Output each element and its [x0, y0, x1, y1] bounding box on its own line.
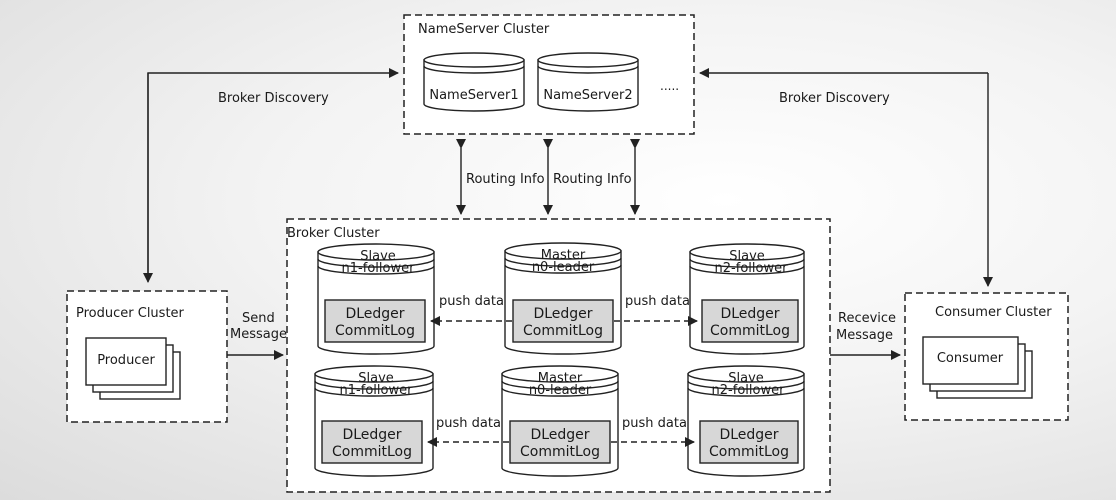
- receive-message-edge: Recevice Message: [830, 311, 901, 360]
- store-line-2: CommitLog: [335, 323, 415, 339]
- producer-cluster: Producer Cluster Producer: [66, 290, 228, 423]
- more-servers-ellipsis: .....: [660, 79, 679, 93]
- broker-node-slave-n2-row1: Slave n2-follower DLedger CommitLog: [689, 243, 805, 355]
- routing-info-label-2: Routing Info: [553, 172, 632, 187]
- node-id: n2-follower: [712, 383, 786, 398]
- producer-card-label: Producer: [97, 353, 155, 368]
- broker-node-slave-n2-row2: Slave n2-follower DLedger CommitLog: [687, 365, 805, 477]
- broker-node-slave-n1-row2: Slave n1-follower DLedger CommitLog: [314, 365, 434, 477]
- dledger-commitlog-box: [701, 299, 799, 343]
- nameserver-cluster-title: NameServer Cluster: [418, 22, 550, 37]
- broker-discovery-right-label: Broker Discovery: [779, 91, 890, 106]
- store-line-1: DLedger: [719, 427, 778, 443]
- broker-discovery-left-edge: Broker Discovery: [143, 68, 399, 283]
- send-message-label-1: Send: [242, 311, 275, 326]
- store-line-2: CommitLog: [710, 323, 790, 339]
- broker-discovery-right-edge: Broker Discovery: [699, 68, 993, 287]
- node-role: Slave: [729, 249, 765, 264]
- node-role: Slave: [358, 371, 394, 386]
- push-data-left-label: push data: [436, 416, 501, 431]
- send-message-label-2: Message: [230, 327, 287, 342]
- store-line-2: CommitLog: [709, 444, 789, 460]
- node-id: n0-leader: [532, 260, 595, 275]
- store-line-2: CommitLog: [520, 444, 600, 460]
- store-line-1: DLedger: [720, 306, 779, 322]
- node-role: Master: [538, 371, 583, 386]
- broker-node-slave-n1-row1: Slave n1-follower DLedger CommitLog: [317, 243, 435, 355]
- dledger-commitlog-box: [321, 420, 423, 464]
- routing-info-edges: Routing Info Routing Info: [456, 139, 640, 215]
- receive-message-label-1: Recevice: [838, 311, 896, 326]
- send-message-edge: Send Message: [227, 311, 287, 360]
- push-data-row1: push data push data: [430, 294, 698, 326]
- store-line-1: DLedger: [530, 427, 589, 443]
- broker-node-master-n0-row1: Master n0-leader DLedger CommitLog: [504, 242, 622, 355]
- dledger-commitlog-box: [512, 299, 614, 343]
- store-line-1: DLedger: [342, 427, 401, 443]
- consumer-cluster: Consumer Cluster Consumer: [904, 292, 1069, 421]
- node-role: Slave: [360, 249, 396, 264]
- node-id: n2-follower: [715, 261, 789, 276]
- push-data-left-label: push data: [439, 294, 504, 309]
- consumer-card-label: Consumer: [937, 351, 1004, 366]
- node-role: Slave: [728, 371, 764, 386]
- node-id: n0-leader: [529, 383, 592, 398]
- dledger-commitlog-box: [324, 299, 426, 343]
- push-data-right-label: push data: [625, 294, 690, 309]
- dledger-commitlog-box: [699, 420, 799, 464]
- store-line-2: CommitLog: [332, 444, 412, 460]
- nameserver1-label: NameServer1: [429, 88, 518, 103]
- producer-cluster-title: Producer Cluster: [76, 306, 185, 321]
- dledger-commitlog-box: [509, 420, 611, 464]
- push-data-row2: push data push data: [427, 416, 695, 447]
- nameserver-cluster: NameServer Cluster NameServer1 NameServe…: [403, 14, 695, 135]
- consumer-card: [922, 336, 1019, 385]
- producer-card: [85, 337, 167, 386]
- receive-message-label-2: Message: [836, 328, 893, 343]
- consumer-cluster-title: Consumer Cluster: [935, 305, 1052, 320]
- nameserver1-cylinder: NameServer1: [423, 52, 525, 112]
- store-line-1: DLedger: [345, 306, 404, 322]
- node-role: Master: [541, 248, 586, 263]
- node-id: n1-follower: [340, 383, 414, 398]
- push-data-right-label: push data: [622, 416, 687, 431]
- broker-node-master-n0-row2: Master n0-leader DLedger CommitLog: [501, 365, 619, 477]
- nameserver2-cylinder: NameServer2: [537, 52, 639, 112]
- store-line-2: CommitLog: [523, 323, 603, 339]
- broker-cluster: Broker Cluster Slave n1-follower DLedger…: [286, 218, 831, 493]
- broker-discovery-left-label: Broker Discovery: [218, 91, 329, 106]
- routing-info-label-1: Routing Info: [466, 172, 545, 187]
- store-line-1: DLedger: [533, 306, 592, 322]
- node-id: n1-follower: [342, 261, 416, 276]
- broker-cluster-title: Broker Cluster: [287, 226, 380, 241]
- nameserver2-label: NameServer2: [543, 88, 632, 103]
